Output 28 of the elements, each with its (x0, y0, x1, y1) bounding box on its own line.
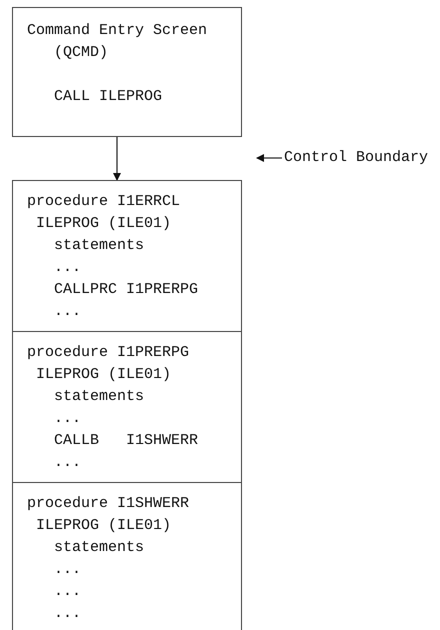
boundary-label: Control Boundary (284, 148, 428, 168)
code-line: ... (54, 604, 82, 624)
procedure-box (12, 7, 242, 137)
code-line: ... (54, 453, 82, 473)
code-line: ... (54, 582, 82, 602)
code-line: procedure I1ERRCL (27, 192, 180, 212)
procedure-box (12, 331, 242, 483)
code-line: ... (54, 409, 82, 429)
code-line: (QCMD) (54, 43, 108, 63)
code-line: procedure I1PRERPG (27, 343, 190, 363)
code-line: statements (54, 387, 144, 407)
code-line: CALLB I1SHWERR (54, 431, 198, 451)
code-line: ... (54, 258, 82, 278)
arrow (113, 136, 121, 181)
code-line: ... (54, 560, 82, 580)
code-line: statements (54, 236, 144, 256)
code-line: CALL ILEPROG (54, 87, 162, 107)
arrow (256, 154, 282, 162)
code-line: ... (54, 302, 82, 322)
code-line: statements (54, 538, 144, 558)
code-line: ILEPROG (ILE01) (36, 516, 172, 536)
code-line: ILEPROG (ILE01) (36, 365, 172, 385)
code-line: Command Entry Screen (27, 21, 208, 41)
code-line: CALLPRC I1PRERPG (54, 280, 198, 300)
procedure-box (12, 482, 242, 630)
code-line: ILEPROG (ILE01) (36, 214, 172, 234)
procedure-box (12, 180, 242, 332)
code-line: procedure I1SHWERR (27, 494, 190, 514)
